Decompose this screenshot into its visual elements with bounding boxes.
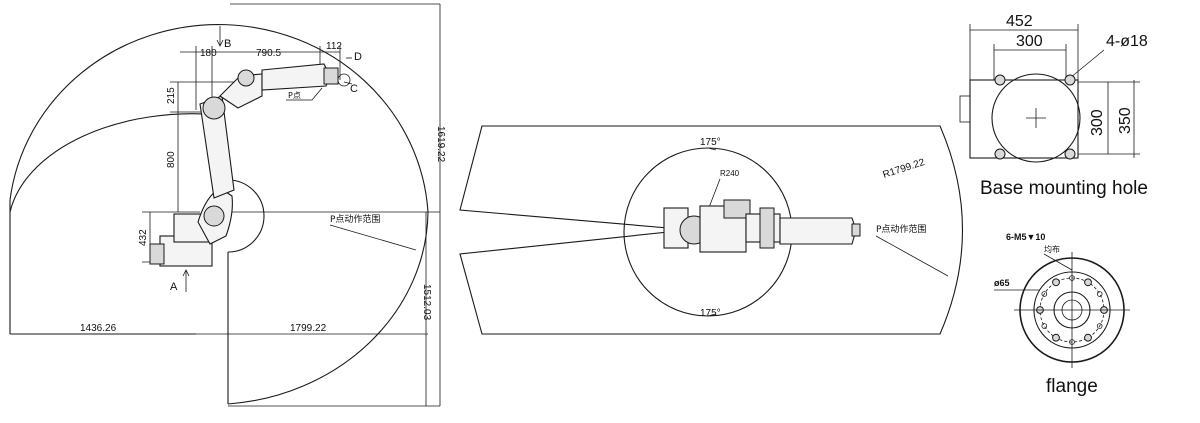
dim-215: 215 (166, 87, 177, 104)
arrow-a-head (182, 269, 190, 277)
angle-tick-top (707, 147, 717, 151)
angle-top: 175° (700, 137, 721, 148)
flange-bolt-hole (1096, 323, 1103, 329)
arrow-b-head (216, 39, 224, 47)
side-range-leader (329, 224, 417, 251)
base-side-tab (959, 95, 971, 123)
marker-a: A (170, 281, 178, 293)
flange-bolt-hole (1084, 278, 1092, 287)
marker-c: C (350, 83, 358, 95)
mount-hole-bl (994, 148, 1006, 160)
dim-800: 800 (166, 151, 177, 168)
dim-300-v: 300 (1089, 109, 1106, 136)
base-caption: Base mounting hole (980, 178, 1148, 199)
radius-inner: R240 (720, 169, 740, 178)
dim-180: 180 (200, 48, 217, 59)
thread-leader (1043, 253, 1073, 271)
mount-hole-br (1064, 148, 1076, 160)
flange-view: 6-M5▼10 均布 ø65 flange (994, 232, 1130, 397)
flange-bolt-hole (1041, 291, 1048, 297)
dim-300-h: 300 (1016, 33, 1043, 50)
dim-1619: 1619.22 (435, 126, 446, 163)
top-range-label: P点动作范围 (876, 223, 926, 235)
flange-bolt-hole (1096, 291, 1103, 297)
flange-bolt-hole (1041, 323, 1048, 329)
radius-outer: R1799.22 (882, 157, 927, 181)
mount-hole-tr (1064, 74, 1076, 86)
inner-reach-arc (9, 113, 221, 213)
base-plate (969, 79, 1079, 159)
base-view: 452 300 4-ø18 300 350 Base mounting hole (959, 13, 1148, 199)
hole-spec: 4-ø18 (1106, 33, 1148, 50)
flange-bolt-hole (1084, 333, 1092, 342)
tick-c (343, 81, 353, 85)
flange-caption: flange (1046, 376, 1098, 397)
dim-1436: 1436.26 (80, 323, 117, 334)
thread-note: 均布 (1044, 244, 1060, 254)
top-view: 175° 175° R240 R1799.22 P点动作范围 (459, 125, 963, 335)
dim-790: 790.5 (256, 48, 281, 59)
side-view: 180 B 790.5 112 D C 215 800 432 A (9, 3, 446, 407)
dim-432: 432 (138, 229, 149, 246)
flange-bolt-hole (1052, 278, 1060, 287)
hole-leader (1069, 49, 1105, 79)
p-point-leader (286, 87, 323, 101)
flange-bolt-hole (1052, 333, 1060, 342)
top-reach-envelope (459, 125, 963, 335)
p-point-label: P点 (288, 91, 301, 100)
center-clearance-arc (227, 179, 265, 253)
dim-1512: 1512.03 (421, 284, 432, 321)
radius-inner-leader (707, 178, 721, 211)
dim-1799-side: 1799.22 (290, 323, 327, 334)
angle-tick-bottom (707, 313, 717, 317)
marker-b: B (224, 38, 231, 50)
dia-label: ø65 (994, 278, 1010, 288)
robot-top (663, 199, 861, 253)
marker-d: D (354, 51, 362, 63)
outer-reach-arc (9, 24, 429, 405)
base-center-circle (991, 73, 1081, 163)
thread-spec: 6-M5▼10 (1006, 232, 1045, 242)
dim-452: 452 (1006, 13, 1033, 30)
dim-112: 112 (326, 41, 342, 52)
mount-hole-tl (994, 74, 1006, 86)
angle-bottom: 175° (700, 308, 721, 319)
robot-side (149, 63, 351, 267)
side-range-label: P点动作范围 (330, 213, 380, 225)
top-range-leader (875, 235, 949, 277)
dim-350: 350 (1117, 107, 1134, 134)
